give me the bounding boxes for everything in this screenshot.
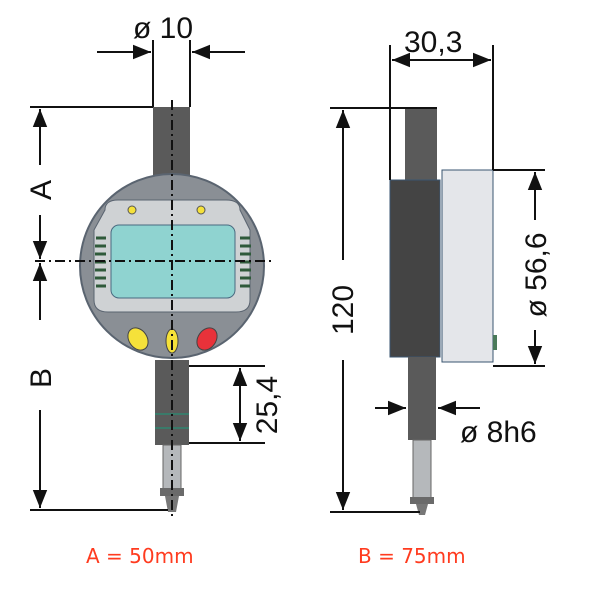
front-view: [35, 100, 275, 520]
spindle-diameter-label: ø 8h6: [460, 416, 537, 449]
caption-a: A = 50mm: [86, 544, 194, 568]
depth-label: 30,3: [404, 26, 462, 59]
side-dial-face: [441, 169, 494, 363]
front-dimensions: [30, 40, 265, 511]
dimension-b-label: B: [25, 368, 58, 388]
side-dimensions: [330, 45, 545, 513]
button-yellow-left: [127, 327, 149, 351]
grip-ribs: [95, 236, 251, 288]
indicator-led-right: [196, 205, 206, 215]
height-label: 120: [327, 285, 360, 335]
button-red: [196, 327, 218, 351]
side-view: [389, 108, 497, 515]
side-back-body: [389, 179, 441, 358]
indicator-led-left: [127, 205, 137, 215]
side-spindle: [412, 439, 432, 501]
side-lower-stem: [408, 357, 436, 440]
caption-b: B = 75mm: [358, 544, 466, 568]
dial-diameter-label: ø 56,6: [520, 232, 553, 317]
travel-label: 25,4: [251, 376, 284, 434]
side-top-stem: [405, 108, 437, 182]
dimension-a-label: A: [25, 180, 58, 200]
stem-diameter-label: ø 10: [133, 12, 193, 45]
